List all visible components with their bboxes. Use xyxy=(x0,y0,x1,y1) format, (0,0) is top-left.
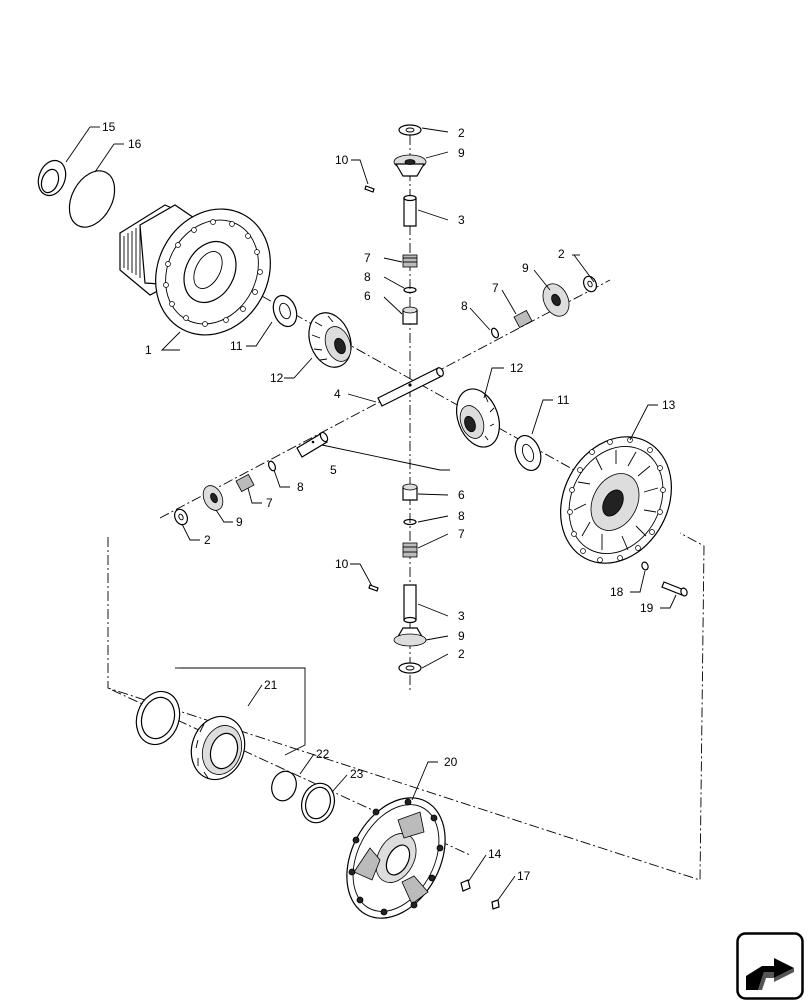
callout-16: 16 xyxy=(128,137,142,151)
callout-2-right: 2 xyxy=(558,247,565,261)
callout-18: 18 xyxy=(610,585,624,599)
callout-1: 1 xyxy=(145,343,152,357)
bearing-part xyxy=(135,690,246,781)
callout-6-bottom: 6 xyxy=(458,488,465,502)
callout-22: 22 xyxy=(316,747,330,761)
callout-19: 19 xyxy=(640,601,654,615)
callout-4: 4 xyxy=(334,387,341,401)
callout-12-right: 12 xyxy=(510,361,524,375)
pin-part xyxy=(296,431,329,458)
left-pinion-stack xyxy=(173,460,277,526)
callout-2-top: 2 xyxy=(458,126,465,140)
spring-part xyxy=(402,254,418,268)
differential-case-part xyxy=(119,204,271,336)
callout-17: 17 xyxy=(517,869,531,883)
callout-12-left: 12 xyxy=(270,371,284,385)
callout-11-left: 11 xyxy=(230,339,243,353)
callout-10-top: 10 xyxy=(335,153,349,167)
callout-23: 23 xyxy=(350,767,364,781)
callout-8-right: 8 xyxy=(461,299,468,313)
plug-part xyxy=(460,879,471,892)
leader-lines xyxy=(65,126,677,901)
callout-9-top: 9 xyxy=(458,146,465,160)
ring-gear-flange-part xyxy=(560,436,672,564)
callout-6-top: 6 xyxy=(364,289,371,303)
callout-2-bottom: 2 xyxy=(458,647,465,661)
lower-pinion-stack xyxy=(368,483,427,674)
upper-pinion-stack xyxy=(364,124,427,325)
callout-7-top: 7 xyxy=(364,251,371,265)
cross-shaft-part xyxy=(377,367,444,407)
callout-11-right: 11 xyxy=(557,393,570,407)
side-gear-part xyxy=(308,312,501,448)
right-pinion-stack xyxy=(490,275,598,339)
bearing-cup-part xyxy=(37,159,67,197)
seal-part xyxy=(300,782,336,824)
next-page-arrow-icon[interactable] xyxy=(736,932,804,1000)
bolt-part xyxy=(641,561,688,597)
callout-9-right: 9 xyxy=(522,261,529,275)
callout-21: 21 xyxy=(264,678,278,692)
callout-2-left: 2 xyxy=(204,533,211,547)
callout-8-bottom: 8 xyxy=(458,509,465,523)
callout-3-top: 3 xyxy=(458,213,465,227)
screw-part xyxy=(491,899,500,910)
callout-8-top: 8 xyxy=(364,270,371,284)
thrust-washer-part xyxy=(272,294,542,472)
callout-20: 20 xyxy=(444,755,458,769)
callout-9-left: 9 xyxy=(236,515,243,529)
callout-7-right: 7 xyxy=(492,281,499,295)
callout-9-bottom: 9 xyxy=(458,629,465,643)
callout-8-left: 8 xyxy=(297,480,304,494)
housing-cover-part xyxy=(346,797,446,919)
callout-15: 15 xyxy=(102,120,116,134)
callout-13: 13 xyxy=(662,398,676,412)
callout-10-bottom: 10 xyxy=(335,557,349,571)
callout-14: 14 xyxy=(488,847,502,861)
o-ring-part xyxy=(68,170,116,228)
callout-5: 5 xyxy=(330,463,337,477)
callout-7-left: 7 xyxy=(266,496,273,510)
callout-3-bottom: 3 xyxy=(458,609,465,623)
callout-7-bottom: 7 xyxy=(458,527,465,541)
snap-ring-part xyxy=(271,770,297,802)
callout-labels: 15 16 1 2 9 10 3 7 8 6 11 12 4 5 8 7 9 2… xyxy=(102,120,676,883)
